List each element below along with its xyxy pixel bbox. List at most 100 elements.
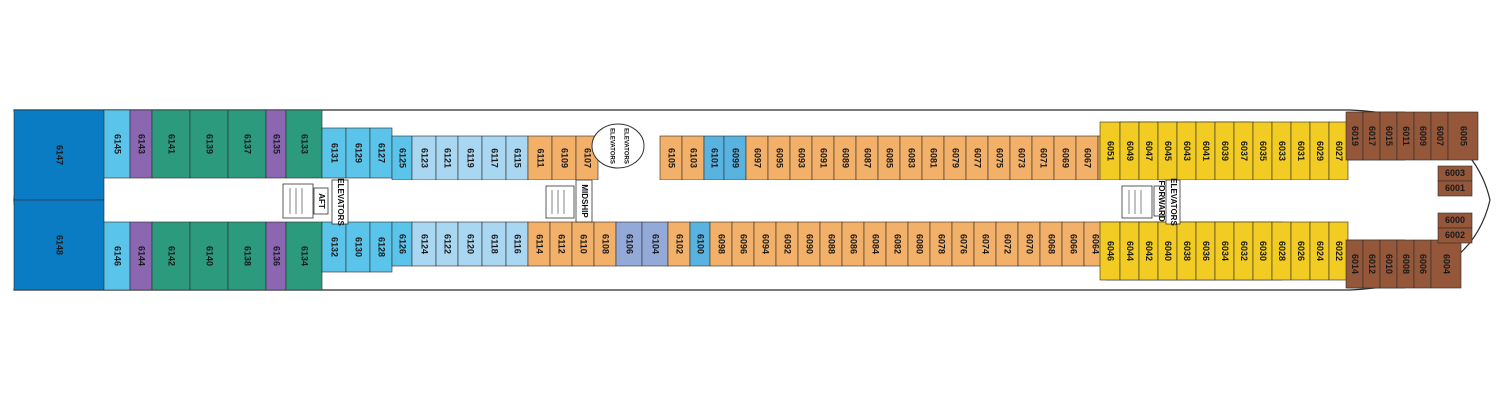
- cabin-6128[interactable]: 6128: [369, 221, 393, 273]
- cabin-6075[interactable]: 6075: [987, 135, 1011, 181]
- cabin-shape[interactable]: [13, 199, 105, 291]
- cabin-6137[interactable]: 6137: [227, 109, 267, 179]
- cabin-6071[interactable]: 6071: [1031, 135, 1055, 181]
- cabin-6133[interactable]: 6133: [285, 109, 323, 179]
- cabin-6134[interactable]: 6134: [285, 221, 323, 291]
- cabin-6099[interactable]: 6099: [723, 135, 747, 181]
- cabin-6079[interactable]: 6079: [943, 135, 967, 181]
- cabin-6007[interactable]: 6007: [1430, 111, 1449, 161]
- cabin-6051[interactable]: 6051: [1099, 121, 1121, 181]
- cabin-6105[interactable]: 6105: [659, 135, 683, 181]
- cabin-6038[interactable]: 6038: [1176, 221, 1197, 281]
- cabin-6103[interactable]: 6103: [681, 135, 705, 181]
- cabin-shape[interactable]: [551, 135, 577, 181]
- cabin-shape[interactable]: [227, 109, 267, 179]
- cabin-6011[interactable]: 6011: [1396, 111, 1415, 161]
- cabin-6010[interactable]: 6010: [1379, 239, 1398, 289]
- cabin-6102[interactable]: 6102: [667, 221, 691, 267]
- cabin-6125[interactable]: 6125: [391, 135, 413, 181]
- cabin-6029[interactable]: 6029: [1309, 121, 1330, 181]
- cabin-6093[interactable]: 6093: [789, 135, 813, 181]
- cabin-6005[interactable]: 6005: [1447, 111, 1479, 161]
- cabin-shape[interactable]: [285, 221, 323, 291]
- cabin-6042[interactable]: 6042: [1138, 221, 1159, 281]
- cabin-6045[interactable]: 6045: [1157, 121, 1178, 181]
- cabin-6012[interactable]: 6012: [1362, 239, 1381, 289]
- cabin-6142[interactable]: 6142: [151, 221, 191, 291]
- cabin-6081[interactable]: 6081: [921, 135, 945, 181]
- cabin-6086[interactable]: 6086: [841, 221, 865, 267]
- cabin-6080[interactable]: 6080: [907, 221, 931, 267]
- cabin-6024[interactable]: 6024: [1309, 221, 1330, 281]
- cabin-shape[interactable]: [411, 221, 437, 267]
- cabin-6083[interactable]: 6083: [899, 135, 923, 181]
- cabin-6077[interactable]: 6077: [965, 135, 989, 181]
- cabin-6074[interactable]: 6074: [973, 221, 997, 267]
- cabin-6114[interactable]: 6114: [527, 221, 551, 267]
- cabin-6148[interactable]: 6148: [13, 199, 105, 291]
- cabin-6109[interactable]: 6109: [551, 135, 577, 181]
- cabin-6004[interactable]: 6004: [1430, 239, 1462, 289]
- cabin-6130[interactable]: 6130: [345, 221, 371, 273]
- cabin-6145[interactable]: 6145: [103, 109, 131, 179]
- cabin-shape[interactable]: [103, 221, 131, 291]
- cabin-6143[interactable]: 6143: [129, 109, 153, 179]
- cabin-6139[interactable]: 6139: [189, 109, 229, 179]
- cabin-6044[interactable]: 6044: [1119, 221, 1140, 281]
- cabin-6070[interactable]: 6070: [1017, 221, 1041, 267]
- cabin-6123[interactable]: 6123: [411, 135, 437, 181]
- cabin-6146[interactable]: 6146: [103, 221, 131, 291]
- cabin-6049[interactable]: 6049: [1119, 121, 1140, 181]
- cabin-shape[interactable]: [1430, 239, 1462, 289]
- cabin-6087[interactable]: 6087: [855, 135, 879, 181]
- cabin-6096[interactable]: 6096: [731, 221, 755, 267]
- cabin-6078[interactable]: 6078: [929, 221, 953, 267]
- cabin-6132[interactable]: 6132: [321, 221, 347, 273]
- cabin-6076[interactable]: 6076: [951, 221, 975, 267]
- cabin-6085[interactable]: 6085: [877, 135, 901, 181]
- cabin-6097[interactable]: 6097: [745, 135, 769, 181]
- cabin-6135[interactable]: 6135: [265, 109, 287, 179]
- cabin-shape[interactable]: [527, 135, 553, 181]
- cabin-6026[interactable]: 6026: [1290, 221, 1311, 281]
- cabin-6090[interactable]: 6090: [797, 221, 821, 267]
- cabin-6014[interactable]: 6014: [1345, 239, 1364, 289]
- cabin-6017[interactable]: 6017: [1362, 111, 1381, 161]
- cabin-6082[interactable]: 6082: [885, 221, 909, 267]
- cabin-6131[interactable]: 6131: [321, 127, 347, 179]
- cabin-shape[interactable]: [345, 127, 371, 179]
- cabin-6036[interactable]: 6036: [1195, 221, 1216, 281]
- cabin-6144[interactable]: 6144: [129, 221, 153, 291]
- cabin-6002[interactable]: 6002: [1437, 227, 1473, 244]
- cabin-6138[interactable]: 6138: [227, 221, 267, 291]
- cabin-6101[interactable]: 6101: [703, 135, 725, 181]
- cabin-shape[interactable]: [641, 221, 669, 267]
- cabin-6001[interactable]: 6001: [1437, 180, 1473, 197]
- cabin-6072[interactable]: 6072: [995, 221, 1019, 267]
- cabin-shape[interactable]: [1447, 111, 1479, 161]
- cabin-6066[interactable]: 6066: [1061, 221, 1085, 267]
- cabin-shape[interactable]: [1437, 227, 1473, 244]
- cabin-6104[interactable]: 6104: [641, 221, 669, 267]
- cabin-shape[interactable]: [285, 109, 323, 179]
- cabin-6006[interactable]: 6006: [1413, 239, 1432, 289]
- cabin-6022[interactable]: 6022: [1328, 221, 1349, 281]
- cabin-shape[interactable]: [103, 109, 131, 179]
- cabin-shape[interactable]: [1437, 180, 1473, 197]
- cabin-6073[interactable]: 6073: [1009, 135, 1033, 181]
- cabin-6034[interactable]: 6034: [1214, 221, 1235, 281]
- cabin-6033[interactable]: 6033: [1271, 121, 1292, 181]
- cabin-6129[interactable]: 6129: [345, 127, 371, 179]
- cabin-6088[interactable]: 6088: [819, 221, 843, 267]
- cabin-6041[interactable]: 6041: [1195, 121, 1216, 181]
- cabin-6043[interactable]: 6043: [1176, 121, 1197, 181]
- cabin-6120[interactable]: 6120: [457, 221, 483, 267]
- cabin-6121[interactable]: 6121: [435, 135, 459, 181]
- cabin-6040[interactable]: 6040: [1157, 221, 1178, 281]
- cabin-6106[interactable]: 6106: [615, 221, 643, 267]
- cabin-6067[interactable]: 6067: [1075, 135, 1099, 181]
- cabin-6089[interactable]: 6089: [833, 135, 857, 181]
- cabin-6118[interactable]: 6118: [481, 221, 507, 267]
- cabin-shape[interactable]: [481, 221, 507, 267]
- cabin-6127[interactable]: 6127: [369, 127, 393, 179]
